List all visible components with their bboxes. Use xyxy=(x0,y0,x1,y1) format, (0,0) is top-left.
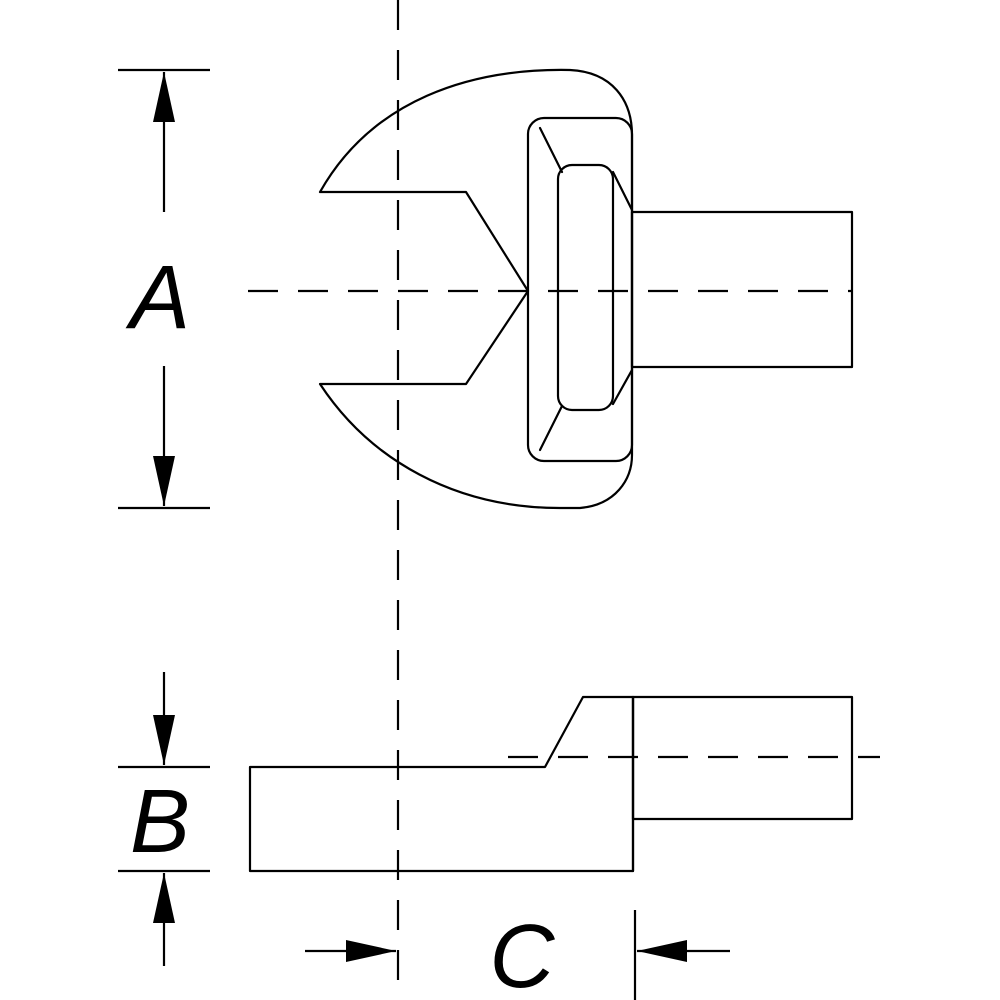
head-profile xyxy=(248,695,635,873)
arrow-down-icon xyxy=(153,456,175,506)
shank-profile xyxy=(631,695,854,821)
arrow-left-icon xyxy=(637,940,687,962)
dimension-label-b: B xyxy=(130,772,190,872)
chamfer-line xyxy=(538,126,564,174)
chamfer-line xyxy=(611,170,634,212)
arrow-up-icon xyxy=(153,72,175,122)
chamfer-line xyxy=(538,404,564,452)
top-view xyxy=(318,68,854,510)
arrow-up-icon xyxy=(153,873,175,923)
side-view xyxy=(248,695,854,873)
dimension-b: B xyxy=(118,672,210,966)
square-shank xyxy=(630,210,854,369)
hex-socket-inner xyxy=(556,163,615,412)
centerlines xyxy=(248,0,880,1000)
jaw-outline xyxy=(318,68,634,510)
chamfer-line xyxy=(611,368,634,406)
dimension-c: C xyxy=(305,907,730,1000)
dimension-label-c: C xyxy=(490,907,556,1000)
dimension-label-a: A xyxy=(125,248,190,348)
arrow-right-icon xyxy=(346,940,396,962)
arrow-down-icon xyxy=(153,715,175,765)
dimension-a: A xyxy=(118,68,210,510)
